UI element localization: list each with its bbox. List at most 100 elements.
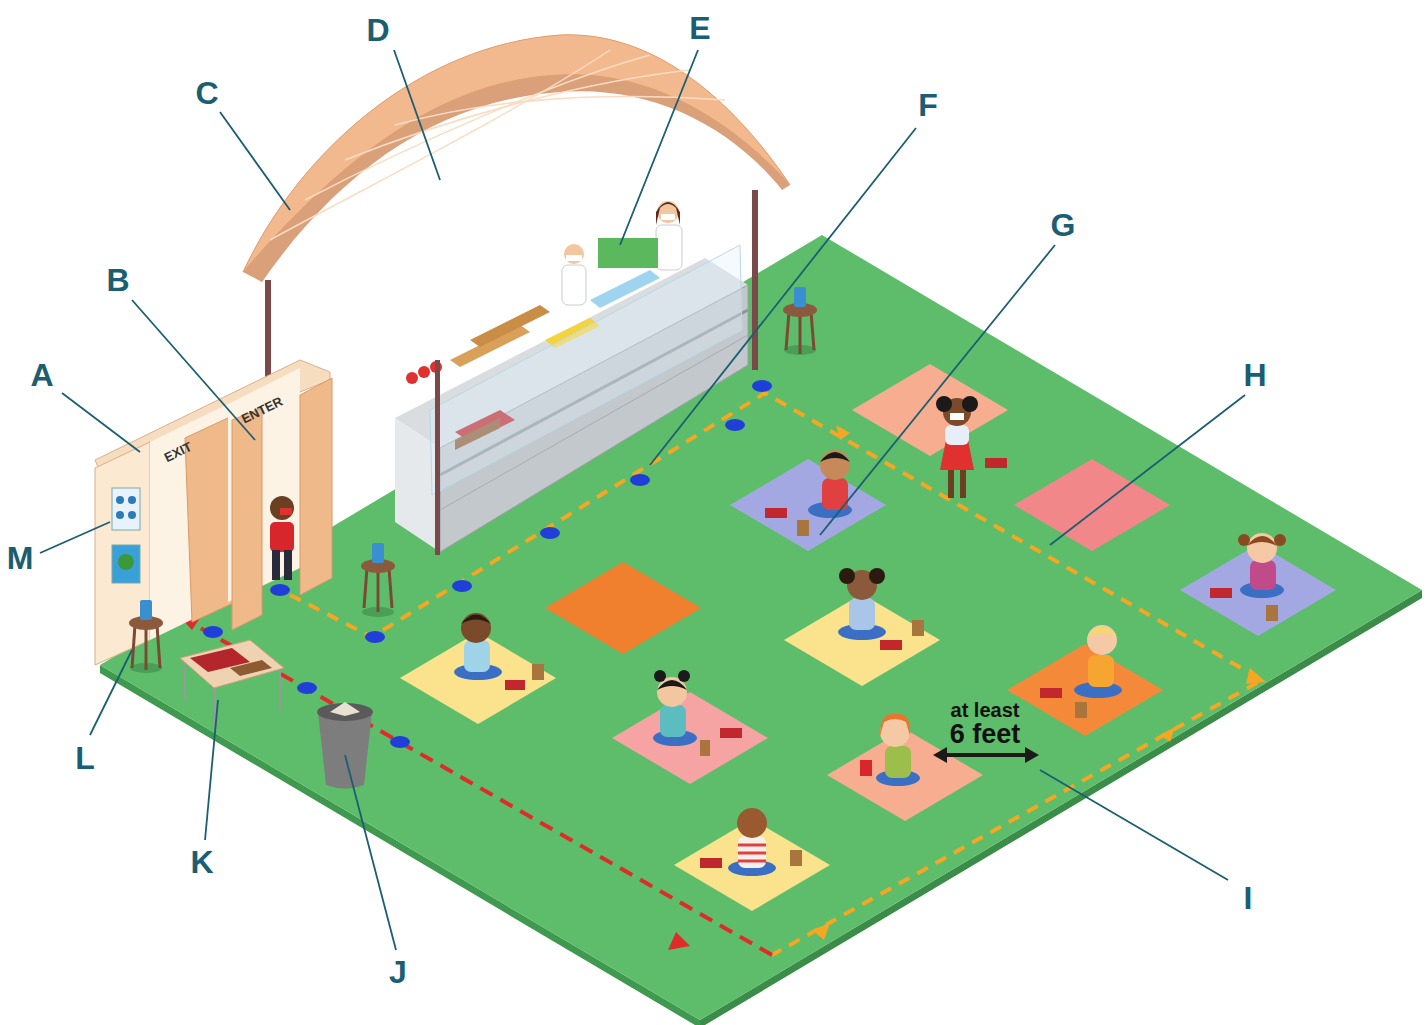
distance-note: at least — [951, 700, 1020, 720]
hair — [461, 615, 491, 625]
mat — [612, 692, 768, 784]
child — [700, 808, 802, 876]
mat — [1014, 459, 1170, 551]
exit-path — [190, 622, 772, 955]
hair — [880, 714, 910, 736]
head — [820, 450, 850, 480]
distance-dot — [752, 380, 772, 392]
apple — [418, 366, 430, 378]
lunch-tray — [505, 680, 525, 690]
roof-stripe — [345, 70, 690, 160]
stool-leg — [145, 628, 148, 670]
callout-letter: K — [190, 846, 213, 878]
child — [765, 450, 852, 536]
shirt — [738, 836, 766, 868]
leader-line — [205, 700, 218, 840]
distance-dot — [365, 631, 385, 643]
lunch-bag — [790, 850, 802, 866]
shirt — [849, 598, 875, 630]
sanitizer-stool — [129, 600, 163, 673]
pigtail — [1238, 534, 1250, 546]
mat — [400, 632, 556, 724]
distance-dot — [725, 419, 745, 431]
arrow-head — [1160, 727, 1175, 742]
leader-line — [220, 112, 290, 210]
callout-letter: J — [389, 956, 407, 988]
can-body — [318, 712, 372, 789]
child — [838, 568, 924, 650]
hair — [1247, 536, 1277, 546]
callout-letter: A — [30, 359, 53, 391]
callout-letter: B — [106, 264, 129, 296]
leader-line — [1050, 395, 1245, 545]
enter-door — [300, 378, 332, 595]
hair-puff — [869, 568, 885, 584]
leg — [948, 470, 954, 498]
head — [1247, 533, 1277, 563]
leader-line — [650, 128, 916, 465]
child — [454, 613, 544, 690]
lunch-tray — [1040, 688, 1062, 698]
distance-dot — [270, 584, 290, 596]
hair-bun — [654, 670, 666, 682]
sanitizer — [794, 287, 806, 307]
canopy-post — [752, 190, 758, 370]
arrow-head — [836, 425, 850, 440]
shirt — [270, 522, 294, 552]
hair — [820, 452, 850, 462]
door-sign: EXIT — [162, 440, 194, 464]
shirt — [945, 425, 969, 445]
lunch-bag — [1266, 605, 1278, 621]
callout-letter: I — [1244, 882, 1253, 914]
bread — [470, 305, 550, 347]
staff-coat — [562, 265, 586, 305]
hair-puff — [839, 568, 855, 584]
leg — [284, 550, 292, 580]
face-mask — [566, 255, 582, 261]
trash-can — [317, 702, 373, 789]
arrow-head — [668, 932, 690, 950]
child — [1040, 625, 1122, 718]
stool-leg — [364, 568, 367, 608]
table-leg — [184, 660, 186, 700]
distance-dot — [540, 527, 560, 539]
roof-stripe — [395, 96, 725, 125]
face-mask — [280, 508, 292, 515]
leg — [272, 550, 280, 580]
apple — [406, 372, 418, 384]
canopy-post — [265, 280, 271, 390]
child — [1210, 533, 1286, 621]
hair-bun — [678, 670, 690, 682]
roof-stripe — [305, 55, 650, 200]
leader-line — [394, 50, 440, 180]
wall-panel — [95, 442, 150, 665]
stool-leg — [377, 570, 380, 612]
trash — [330, 702, 360, 716]
child — [936, 396, 1007, 498]
pigtail — [1274, 534, 1286, 546]
face-mask — [950, 413, 964, 420]
poster — [112, 488, 140, 530]
tray-stack — [230, 660, 272, 676]
canopy-post — [435, 360, 440, 555]
arrow-head — [933, 747, 947, 763]
sanitizer — [372, 543, 384, 563]
shirt — [464, 640, 490, 672]
distance-dot — [630, 474, 650, 486]
head — [737, 808, 767, 838]
poster-icon — [128, 511, 136, 519]
hair-puff — [936, 396, 952, 412]
mat — [730, 459, 886, 551]
stool-leg — [132, 625, 135, 668]
leg — [960, 470, 966, 498]
lunch-bag — [700, 740, 710, 756]
sneeze-guard — [430, 245, 742, 495]
face-mask — [661, 214, 675, 220]
mat — [545, 562, 701, 654]
shirt — [885, 746, 911, 778]
sanitizer-stool — [361, 543, 395, 617]
stool-leg — [799, 314, 802, 354]
distance-dot — [452, 580, 472, 592]
